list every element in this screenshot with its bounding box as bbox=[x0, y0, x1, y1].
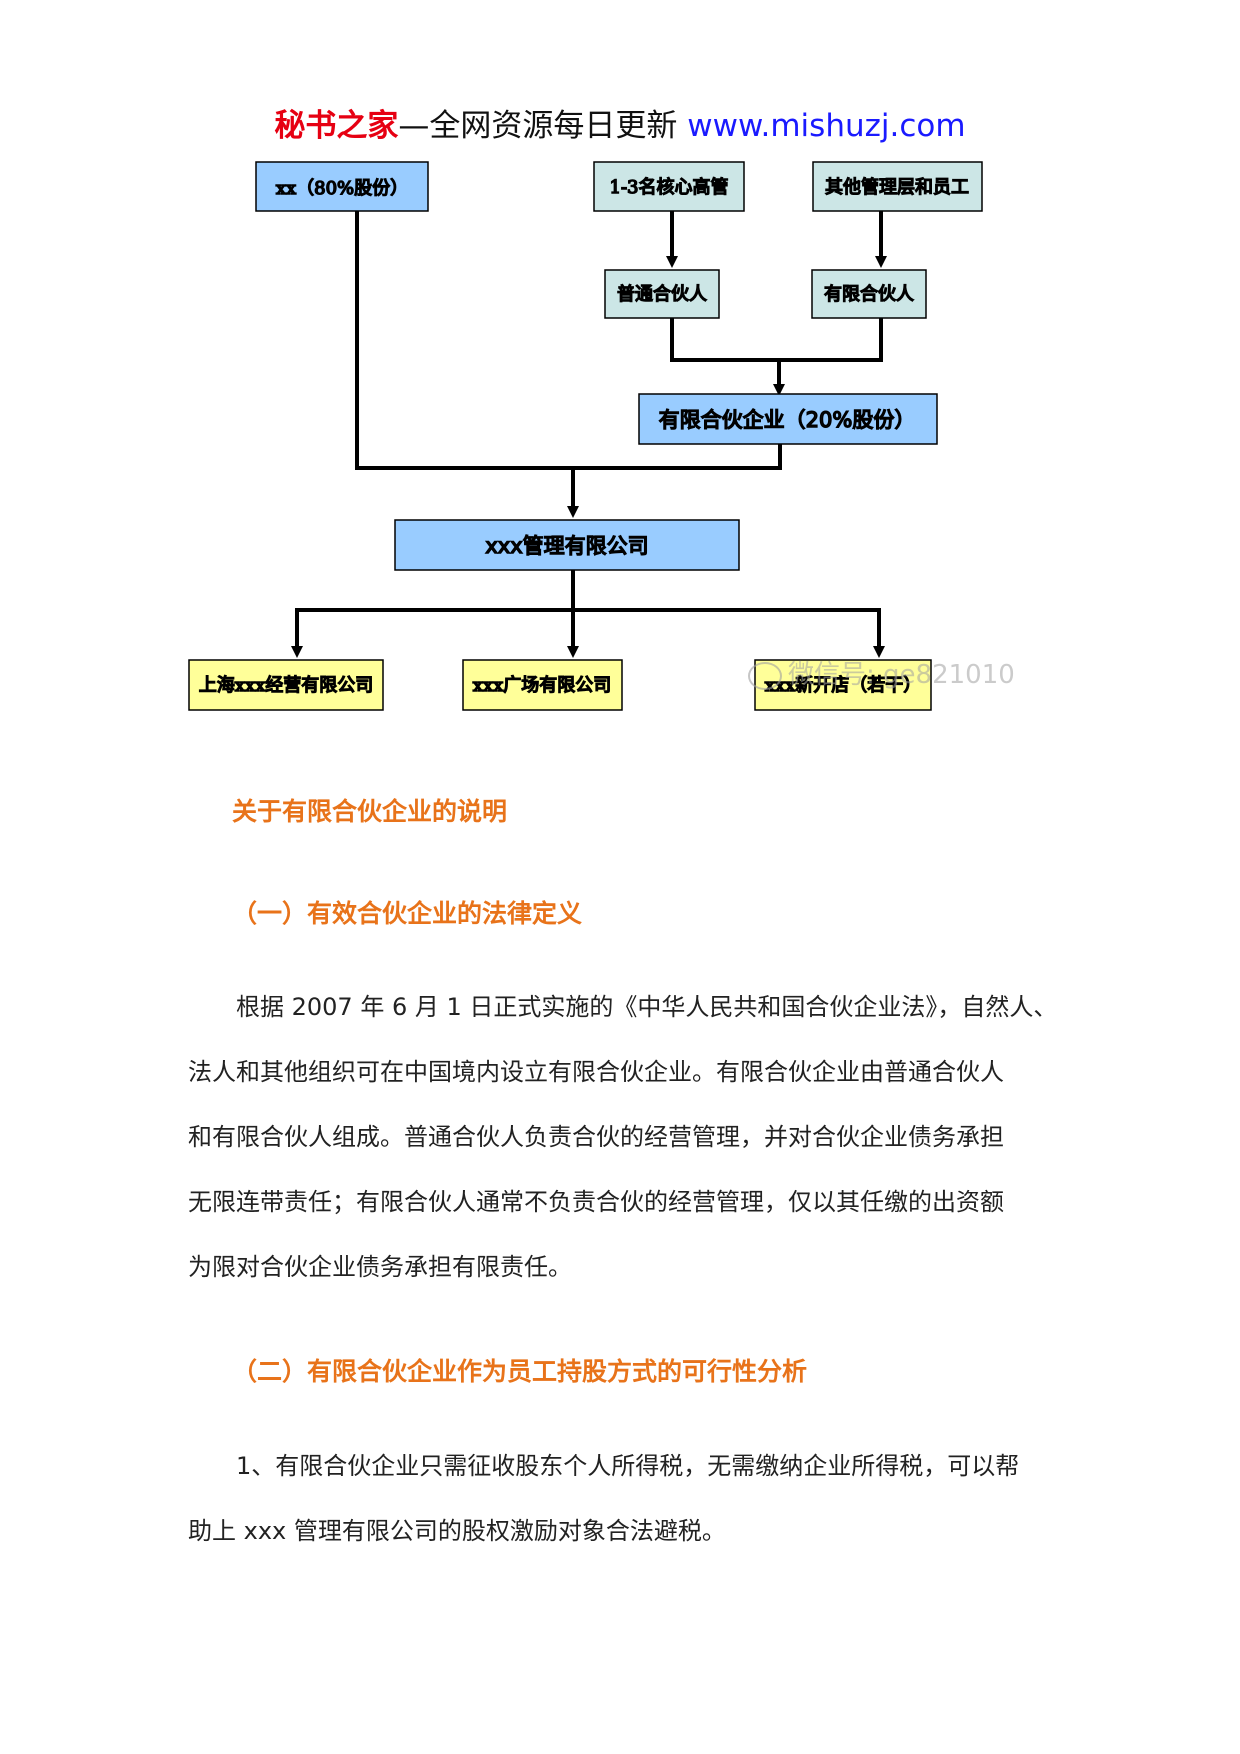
node-core-execs: 1-3名核心高管 bbox=[593, 161, 745, 212]
node-other-staff: 其他管理层和员工 bbox=[812, 161, 983, 212]
node-label: xxx新开店（若干） bbox=[765, 675, 921, 696]
paragraph-line: 1、有限合伙企业只需征收股东个人所得税，无需缴纳企业所得税，可以帮 bbox=[236, 1452, 1020, 1480]
node-limited-partner: 有限合伙人 bbox=[811, 269, 927, 319]
node-label: 上海xxx经营有限公司 bbox=[199, 675, 373, 696]
node-label: 普通合伙人 bbox=[617, 284, 707, 305]
paragraph-legal-definition: 根据 2007 年 6 月 1 日正式实施的《中华人民共和国合伙企业法》，自然人… bbox=[188, 975, 1068, 1300]
node-label: 有限合伙企业（20%股份） bbox=[659, 408, 916, 432]
brand-name: 秘书之家 bbox=[274, 108, 399, 144]
paragraph-feasibility: 1、有限合伙企业只需征收股东个人所得税，无需缴纳企业所得税，可以帮 助上 xxx… bbox=[188, 1434, 1068, 1564]
node-label: xxx管理有限公司 bbox=[485, 534, 648, 558]
node-new-stores: xxx新开店（若干） bbox=[754, 659, 932, 711]
node-shanghai-co: 上海xxx经营有限公司 bbox=[188, 659, 384, 711]
node-label: 1-3名核心高管 bbox=[610, 177, 729, 198]
node-lp-enterprise: 有限合伙企业（20%股份） bbox=[638, 393, 938, 445]
node-mgmt-company: xxx管理有限公司 bbox=[394, 519, 740, 571]
wechat-watermark: 微信号: ge821010 bbox=[748, 654, 1015, 691]
slogan: —全网资源每日更新 bbox=[398, 108, 688, 144]
node-xx-shareholder: xx（80%股份） bbox=[255, 161, 429, 212]
paragraph-line: 无限连带责任；有限合伙人通常不负责合伙的经营管理，仅以其任缴的出资额 bbox=[188, 1188, 1004, 1216]
ownership-structure-chart: xx（80%股份） 1-3名核心高管 其他管理层和员工 普通合伙人 有限合伙人 … bbox=[188, 161, 983, 711]
paragraph-line: 为限对合伙企业债务承担有限责任。 bbox=[188, 1253, 572, 1281]
paragraph-line: 根据 2007 年 6 月 1 日正式实施的《中华人民共和国合伙企业法》，自然人… bbox=[236, 993, 1058, 1021]
wechat-icon bbox=[748, 661, 782, 690]
connector-lines bbox=[291, 211, 887, 658]
node-label: xx（80%股份） bbox=[276, 178, 408, 199]
website-link[interactable]: www.mishuzj.com bbox=[687, 108, 966, 144]
node-label: xxx广场有限公司 bbox=[473, 675, 611, 696]
node-general-partner: 普通合伙人 bbox=[604, 269, 720, 319]
subsection-title-2: （二）有限合伙企业作为员工持股方式的可行性分析 bbox=[232, 1357, 808, 1386]
section-title: 关于有限合伙企业的说明 bbox=[232, 797, 508, 826]
watermark-text: 微信号: ge821010 bbox=[788, 660, 1015, 690]
paragraph-line: 法人和其他组织可在中国境内设立有限合伙企业。有限合伙企业由普通合伙人 bbox=[188, 1058, 1004, 1086]
subsection-title-1: （一）有效合伙企业的法律定义 bbox=[232, 899, 583, 928]
paragraph-line: 助上 xxx 管理有限公司的股权激励对象合法避税。 bbox=[188, 1517, 726, 1545]
page-header: 秘书之家—全网资源每日更新 www.mishuzj.com bbox=[0, 100, 1240, 145]
node-label: 有限合伙人 bbox=[824, 284, 914, 305]
paragraph-line: 和有限合伙人组成。普通合伙人负责合伙的经营管理，并对合伙企业债务承担 bbox=[188, 1123, 1004, 1151]
node-plaza-co: xxx广场有限公司 bbox=[462, 659, 623, 711]
node-label: 其他管理层和员工 bbox=[825, 177, 969, 198]
